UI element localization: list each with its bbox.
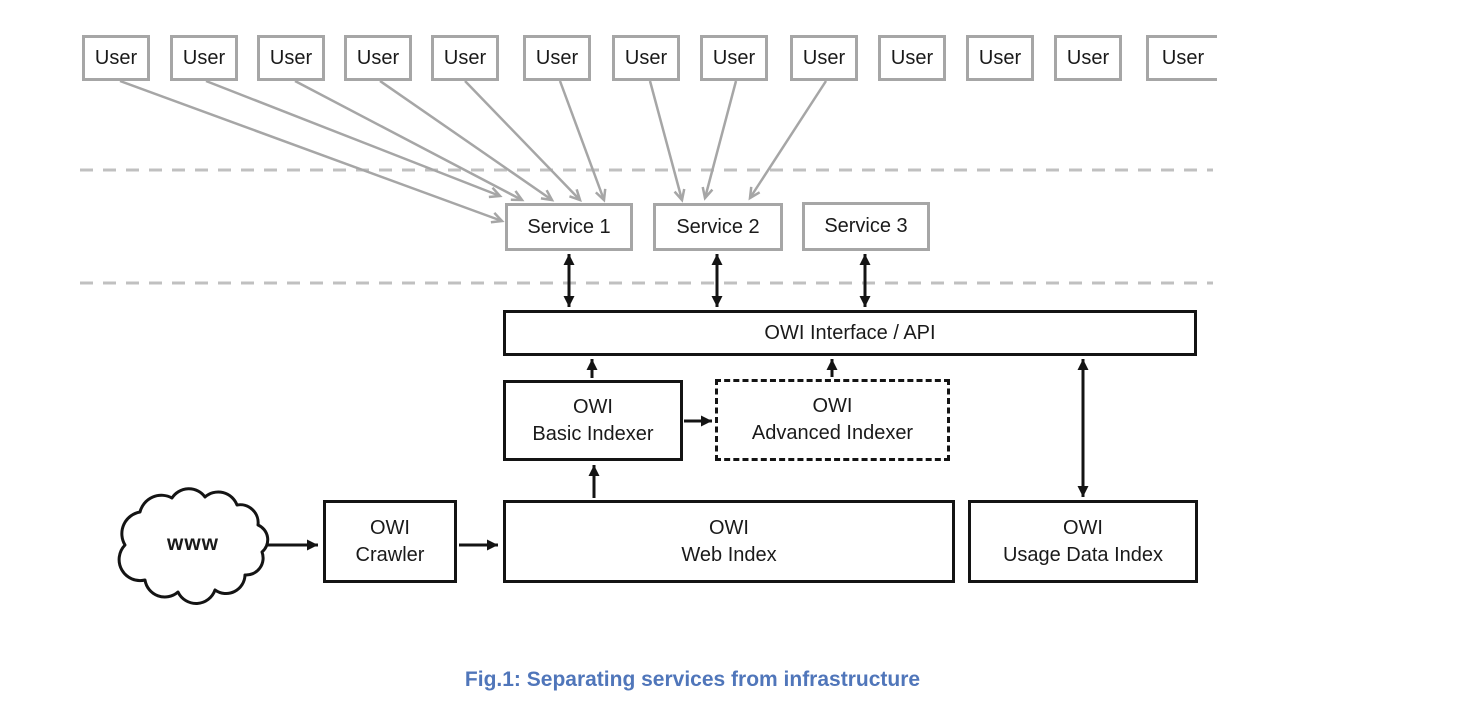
arrow-user6-service1: [558, 80, 607, 203]
user-label: User: [182, 46, 226, 69]
user-label: User: [890, 46, 934, 69]
user-label: User: [269, 46, 313, 69]
black-double-arrows: [563, 254, 1089, 497]
service-2-label: Service 2: [676, 215, 760, 238]
service-1-label: Service 1: [527, 215, 611, 238]
user-box-8: User: [700, 35, 768, 81]
arrow-user7-service2: [648, 80, 686, 203]
user-box-9: User: [790, 35, 858, 81]
owi-usage-data-index-line2: Usage Data Index: [1002, 543, 1164, 566]
user-label: User: [1066, 46, 1110, 69]
user-box-3: User: [257, 35, 325, 81]
service-2-box: Service 2: [653, 203, 783, 251]
user-box-13: User: [1146, 35, 1217, 81]
owi-web-index-box: OWI Web Index: [503, 500, 955, 583]
owi-advanced-indexer-box: OWI Advanced Indexer: [715, 379, 950, 461]
user-label: User: [535, 46, 579, 69]
user-label: User: [802, 46, 846, 69]
user-label: User: [1161, 46, 1205, 69]
user-label: User: [978, 46, 1022, 69]
user-box-11: User: [966, 35, 1034, 81]
arrow-user5-service1: [464, 80, 582, 203]
service-3-label: Service 3: [824, 215, 908, 237]
www-label: www: [166, 532, 219, 555]
owi-usage-data-index-line1: OWI: [1063, 516, 1103, 539]
owi-interface-api-box: OWI Interface / API: [503, 310, 1197, 356]
arrow-user3-service1: [294, 79, 525, 202]
user-box-6: User: [523, 35, 591, 81]
user-box-1: User: [82, 35, 150, 81]
user-service-arrows: [119, 79, 828, 224]
user-box-12: User: [1054, 35, 1122, 81]
user-box-10: User: [878, 35, 946, 81]
owi-crawler-box: OWI Crawler: [323, 500, 457, 583]
owi-basic-indexer-box: OWI Basic Indexer: [503, 380, 683, 461]
user-label: User: [356, 46, 400, 69]
owi-advanced-indexer-line2: Advanced Indexer: [751, 422, 914, 444]
cloud-shape: [117, 487, 270, 605]
arrow-user2-service1: [205, 79, 503, 199]
arrow-user4-service1: [379, 79, 555, 202]
owi-web-index-line2: Web Index: [681, 543, 777, 566]
user-label: User: [94, 46, 138, 69]
arrow-user1-service1: [119, 79, 505, 224]
owi-usage-data-index-box: OWI Usage Data Index: [968, 500, 1198, 583]
user-label: User: [624, 46, 668, 69]
user-box-7: User: [612, 35, 680, 81]
user-label: User: [712, 46, 756, 69]
arrow-user8-service2: [701, 80, 738, 201]
service-3-box: Service 3: [802, 202, 930, 251]
arrow-user9-service2: [748, 80, 828, 201]
black-arrows: [264, 359, 838, 551]
figure-caption: Fig.1: Separating services from infrastr…: [464, 668, 921, 691]
owi-crawler-line2: Crawler: [355, 543, 425, 566]
user-box-4: User: [344, 35, 412, 81]
user-label: User: [443, 46, 487, 69]
owi-advanced-indexer-line1: OWI: [812, 395, 853, 417]
service-1-box: Service 1: [505, 203, 633, 251]
user-box-2: User: [170, 35, 238, 81]
owi-crawler-line1: OWI: [370, 516, 410, 539]
owi-basic-indexer-line2: Basic Indexer: [532, 422, 654, 445]
owi-basic-indexer-line1: OWI: [573, 395, 613, 418]
owi-web-index-line1: OWI: [709, 516, 749, 539]
user-box-5: User: [431, 35, 499, 81]
owi-interface-api-label: OWI Interface / API: [764, 321, 936, 344]
